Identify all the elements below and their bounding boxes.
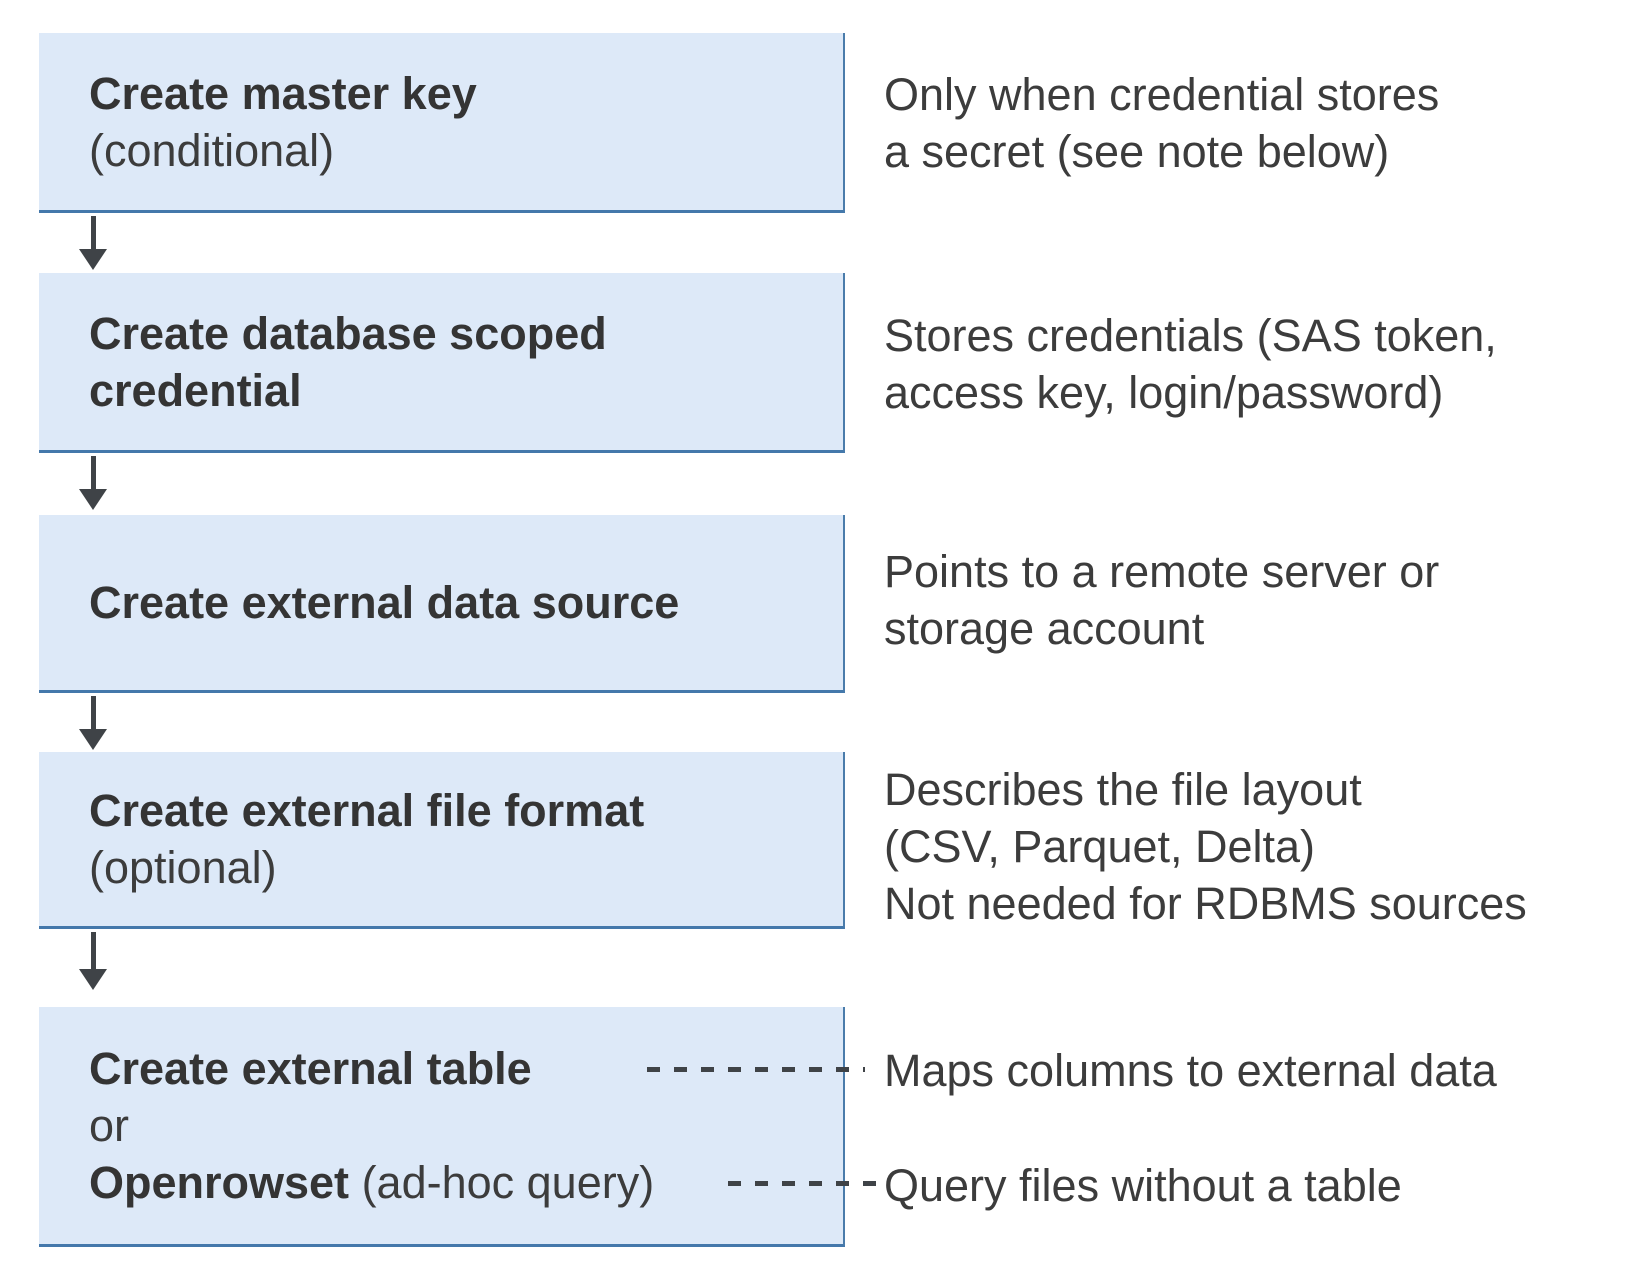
arrow-down-icon bbox=[79, 696, 107, 750]
arrow-shaft bbox=[90, 216, 96, 249]
box-title-line: Create database scoped bbox=[89, 307, 607, 359]
dashed-connector-line bbox=[647, 1067, 865, 1072]
flow-box-master-key: Create master key (conditional) bbox=[39, 33, 845, 213]
note-text: Maps columns to external data bbox=[884, 1042, 1594, 1099]
arrow-shaft bbox=[90, 696, 96, 729]
box-title: Create external file format bbox=[89, 785, 645, 836]
arrow-head bbox=[79, 489, 107, 510]
note-text: Stores credentials (SAS token, access ke… bbox=[884, 307, 1594, 421]
arrow-head bbox=[79, 969, 107, 990]
dashed-connector-line bbox=[728, 1181, 876, 1186]
note-line: (CSV, Parquet, Delta) bbox=[884, 821, 1316, 872]
arrow-down-icon bbox=[79, 932, 107, 990]
arrow-down-icon bbox=[79, 456, 107, 510]
arrow-head bbox=[79, 249, 107, 270]
box-subtitle: (optional) bbox=[89, 842, 277, 893]
note-text: Describes the file layout (CSV, Parquet,… bbox=[884, 761, 1594, 932]
note-line: Stores credentials (SAS token, bbox=[884, 310, 1497, 361]
box-alt-title-bold: Openrowset bbox=[89, 1157, 350, 1208]
box-alt-title: Openrowset (ad-hoc query) bbox=[89, 1154, 843, 1211]
flow-box-external-file-format: Create external file format (optional) bbox=[39, 752, 845, 929]
arrow-down-icon bbox=[79, 216, 107, 270]
box-title: Create master key bbox=[89, 67, 477, 119]
note-line: storage account bbox=[884, 603, 1205, 654]
note-line: Describes the file layout bbox=[884, 764, 1362, 815]
note-line: Not needed for RDBMS sources bbox=[884, 878, 1527, 929]
box-title: Create external data source bbox=[89, 577, 680, 628]
flow-box-scoped-credential: Create database scoped credential bbox=[39, 273, 845, 453]
arrow-shaft bbox=[90, 932, 96, 969]
box-or-label: or bbox=[89, 1100, 130, 1151]
flow-box-external-data-source: Create external data source bbox=[39, 515, 845, 693]
note-line: Points to a remote server or bbox=[884, 546, 1440, 597]
note-line: Maps columns to external data bbox=[884, 1045, 1497, 1096]
note-line: access key, login/password) bbox=[884, 367, 1444, 418]
box-title-line: credential bbox=[89, 364, 302, 416]
box-alt-title-rest: (ad-hoc query) bbox=[361, 1157, 655, 1208]
note-text: Query files without a table bbox=[884, 1157, 1594, 1214]
note-text: Only when credential stores a secret (se… bbox=[884, 66, 1594, 180]
note-text: Points to a remote server or storage acc… bbox=[884, 543, 1594, 657]
note-line: Query files without a table bbox=[884, 1160, 1402, 1211]
arrow-shaft bbox=[90, 456, 96, 489]
flow-box-external-table: Create external table or Openrowset (ad-… bbox=[39, 1007, 845, 1247]
arrow-head bbox=[79, 729, 107, 750]
note-line: Only when credential stores bbox=[884, 69, 1440, 120]
box-title: Create external table bbox=[89, 1043, 532, 1094]
box-subtitle: (conditional) bbox=[89, 124, 335, 176]
note-line: a secret (see note below) bbox=[884, 126, 1390, 177]
